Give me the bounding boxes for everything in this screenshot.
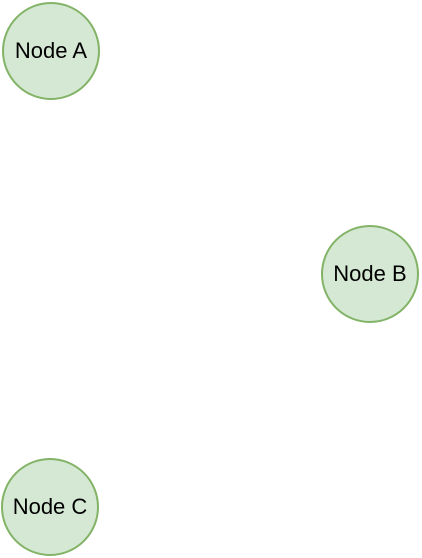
node-a-label: Node A <box>14 38 88 63</box>
node-a[interactable]: Node A <box>2 2 100 100</box>
node-c-label: Node C <box>12 494 88 519</box>
node-b[interactable]: Node B <box>321 225 419 323</box>
node-c[interactable]: Node C <box>1 458 99 556</box>
node-b-label: Node B <box>333 261 407 286</box>
